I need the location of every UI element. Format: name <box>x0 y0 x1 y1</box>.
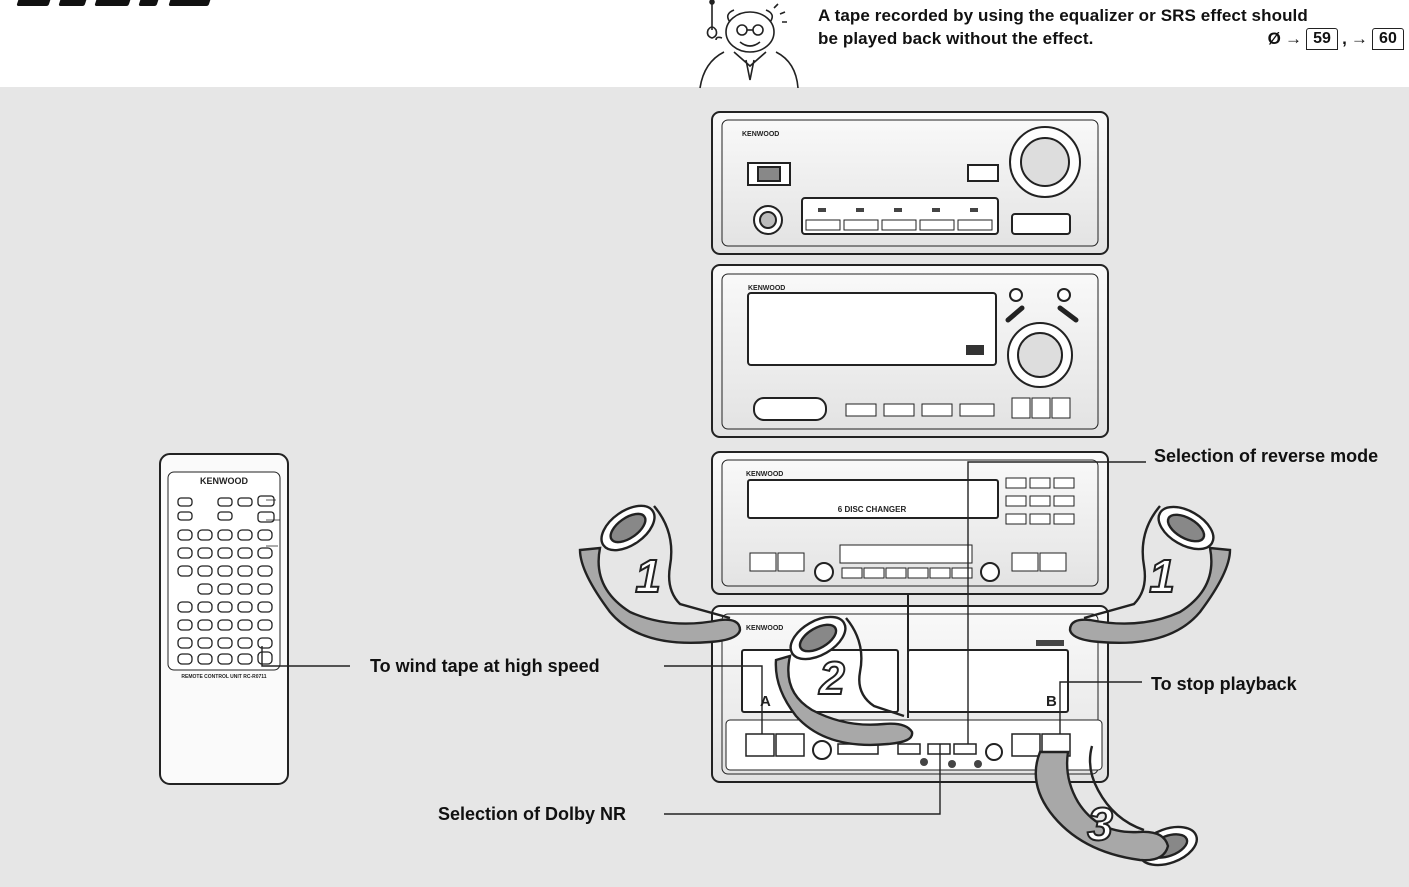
stereo-stack: KENWOOD <box>711 111 1109 783</box>
hand-step-2 <box>774 615 914 747</box>
tuner-brand-label: KENWOOD <box>748 285 785 292</box>
reference-symbol: Ø <box>1267 29 1281 48</box>
tuner-equalizer-unit: KENWOOD <box>711 264 1109 438</box>
callout-dolby-nr: Selection of Dolby NR <box>438 804 627 824</box>
callout-line-reverse-mode <box>967 461 1146 744</box>
callout-lines <box>261 461 1146 815</box>
tip-note: A tape recorded by using the equalizer o… <box>818 4 1408 50</box>
arrow-right-icon: → <box>1284 29 1303 48</box>
step-number-2: 2 <box>818 652 845 704</box>
remote-control: KENWOOD REMOTE CONTROL UNIT RC-R0711 <box>159 453 289 785</box>
professor-mascot-icon <box>699 0 799 89</box>
remote-buttons <box>177 495 275 665</box>
callout-line-wind-deck <box>664 665 763 734</box>
callout-line-wind-remote <box>261 646 350 667</box>
callout-stop-playback: To stop playback <box>1151 674 1297 694</box>
tip-line-1: A tape recorded by using the equalizer o… <box>818 6 1308 25</box>
page-ref-60[interactable]: 60 <box>1372 27 1404 50</box>
page-references: Ø → 59 , → 60 <box>1268 27 1404 50</box>
remote-brand-label: KENWOOD <box>200 476 248 486</box>
callout-reverse-mode: Selection of reverse mode <box>1154 446 1379 466</box>
deck-b-label: B <box>1046 693 1057 710</box>
amp-brand-label: KENWOOD <box>742 131 779 138</box>
tip-line-2: be played back without the effect. <box>818 29 1094 48</box>
callout-line-dolby <box>664 744 941 815</box>
step-number-1-right: 1 <box>1149 550 1175 602</box>
step-number-3: 3 <box>1087 798 1113 850</box>
cd-brand-label: KENWOOD <box>746 471 783 478</box>
hand-step-1-left <box>578 504 742 644</box>
page-ref-59[interactable]: 59 <box>1306 27 1339 50</box>
arrow-right-icon: → <box>1350 29 1368 48</box>
deck-brand-label: KENWOOD <box>746 625 783 632</box>
amplifier-unit: KENWOOD <box>711 111 1109 255</box>
deck-a-label: A <box>760 693 771 710</box>
cd-changer-unit: KENWOOD 6 DISC CHANGER <box>711 451 1109 595</box>
callout-line-stop <box>1059 681 1142 734</box>
step-number-1-left: 1 <box>635 550 661 602</box>
disc-changer-label: 6 DISC CHANGER <box>838 505 907 514</box>
hand-step-1-right <box>1068 505 1232 644</box>
remote-caption: REMOTE CONTROL UNIT RC-R0711 <box>181 674 266 680</box>
hand-step-3 <box>1034 745 1198 867</box>
callout-wind-tape: To wind tape at high speed <box>370 656 600 676</box>
